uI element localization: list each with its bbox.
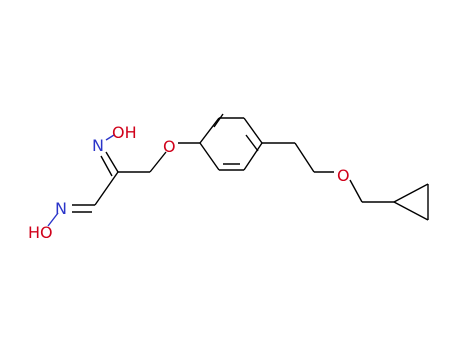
atom-label-hydroxyl-lower: HO [28, 223, 53, 242]
bond-c2-n-upper [105, 151, 119, 173]
atom-label-hydroxyl-upper: OH [112, 123, 137, 142]
ring-bond-4 [243, 142, 263, 171]
ring-inner-double-1 [213, 113, 224, 128]
atom-label-nitrogen-lower: N [55, 199, 67, 218]
bond-o-ch2 [349, 179, 363, 203]
cyclopropyl-bond-2 [393, 201, 429, 221]
ring-bond-1 [199, 117, 220, 144]
ring-inner-double-2 [245, 134, 259, 152]
bond-c2-n-upper-double [100, 155, 113, 177]
atom-label-ether-oxygen-alkyl: O [337, 166, 350, 185]
atom-label-nitrogen-upper: N [92, 136, 104, 155]
ring-bond-6 [199, 142, 220, 171]
ring-bond-3 [243, 117, 263, 144]
bond-n-o-upper [105, 134, 115, 141]
bond-c3-o [149, 151, 167, 173]
cyclopropyl-bond-1 [393, 183, 429, 203]
atom-label-ether-oxygen-aryl: O [163, 137, 176, 156]
bond-n-o-lower [47, 212, 59, 227]
bond-c2-c1 [94, 171, 119, 206]
bond-ch2-ch2 [294, 142, 315, 173]
